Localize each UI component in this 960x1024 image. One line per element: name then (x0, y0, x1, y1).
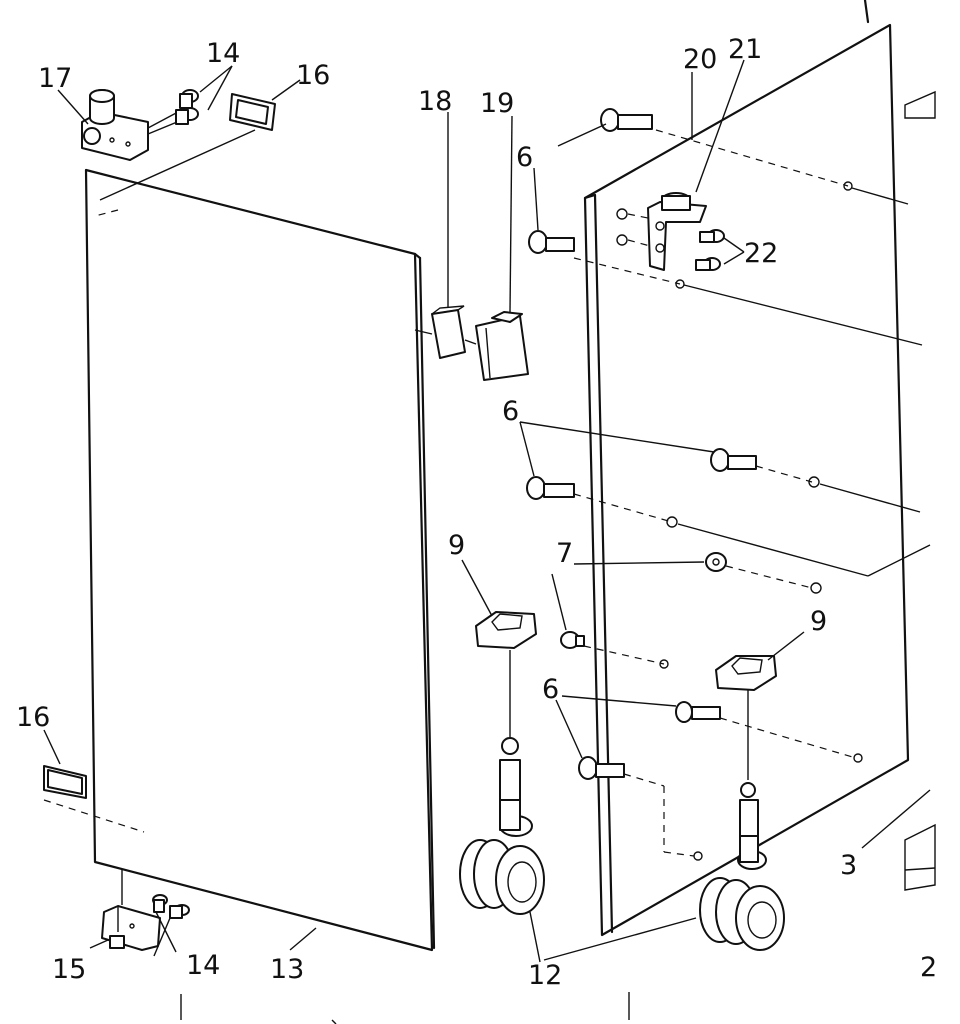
callout-labels: 17 14 16 18 19 20 21 22 6 6 9 7 9 6 16 3… (16, 34, 937, 991)
screw-6-a (600, 108, 653, 132)
callout-17: 17 (38, 63, 72, 94)
bracket-9-left (475, 611, 537, 649)
nut-7-a (705, 552, 727, 572)
plate-16-top (229, 93, 276, 131)
callout-20: 20 (683, 44, 717, 75)
screws-14-top (147, 89, 199, 135)
callout-15: 15 (52, 954, 86, 985)
screws-14-bottom (152, 894, 190, 919)
leader-lines (43, 59, 931, 963)
assembly-lines (573, 129, 931, 861)
plate-16-bottom (43, 765, 87, 799)
callout-edge-partial: 2 (920, 952, 937, 983)
scan-marks (180, 992, 630, 1024)
screw-6-e (675, 701, 721, 723)
bracket-9-right (715, 655, 777, 691)
callout-12: 12 (528, 960, 562, 991)
callout-9-left: 9 (448, 530, 465, 561)
screw-6-d (710, 448, 757, 472)
callout-18: 18 (418, 86, 452, 117)
bracket-21 (647, 192, 707, 271)
callout-21: 21 (728, 34, 762, 65)
door-panel-13 (84, 168, 436, 952)
callout-16-top: 16 (296, 60, 330, 91)
callout-14-bottom: 14 (186, 950, 220, 981)
cabinet-edge-fragments (904, 90, 936, 891)
callout-9-right: 9 (810, 606, 827, 637)
callout-16-bottom: 16 (16, 702, 50, 733)
callout-6-bottom: 6 (542, 674, 559, 705)
callout-6-top: 6 (516, 142, 533, 173)
leader-16-bottom (43, 799, 145, 833)
callout-14-top: 14 (206, 38, 240, 69)
screws-22 (695, 229, 725, 271)
callout-13: 13 (270, 954, 304, 985)
leader-16-top (99, 129, 256, 201)
callout-19: 19 (480, 88, 514, 119)
caster-12-right (699, 690, 785, 951)
nut-7-b (560, 631, 585, 649)
hinge-15 (101, 905, 161, 951)
screw-6-b (528, 230, 575, 254)
screw-6-f (578, 756, 625, 780)
catch-19 (475, 311, 529, 381)
callout-3: 3 (840, 850, 857, 881)
screw-6-c (526, 476, 575, 500)
caster-12-left (459, 650, 545, 915)
callout-22: 22 (744, 238, 778, 269)
hinge-17 (81, 89, 149, 161)
magnet-18 (431, 305, 466, 359)
callout-6-middle: 6 (502, 396, 519, 427)
callout-7: 7 (556, 538, 573, 569)
